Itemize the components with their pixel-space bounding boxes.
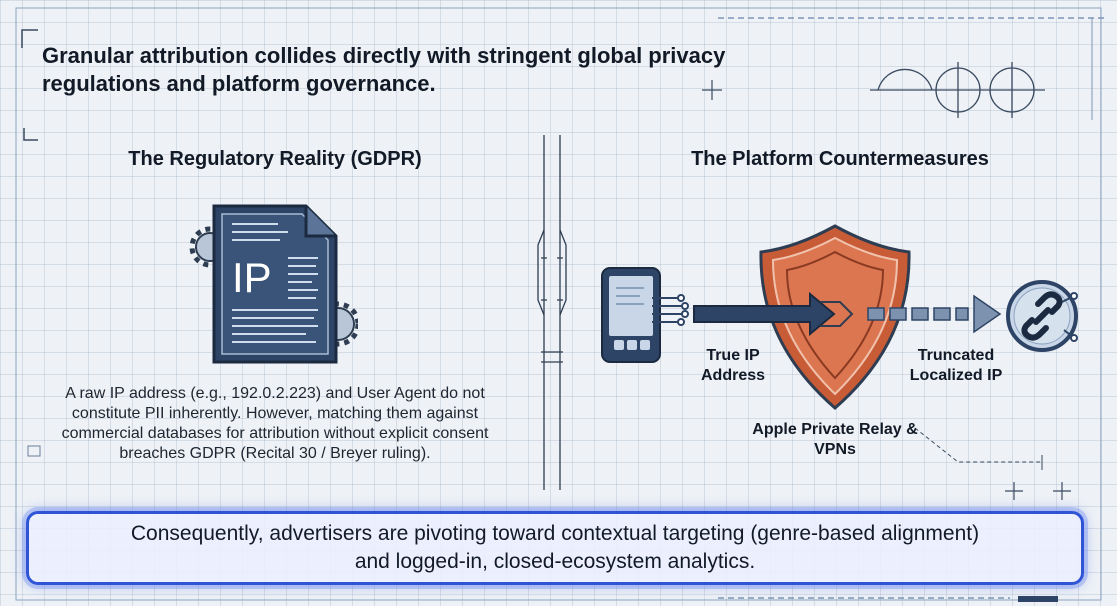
- private-relay-label: Apple Private Relay & VPNs: [752, 421, 918, 458]
- shield-icon: [759, 224, 911, 410]
- conclusion-text: Consequently, advertisers are pivoting t…: [130, 522, 980, 573]
- svg-text:IP: IP: [232, 254, 272, 301]
- true-ip-label: True IP Address: [700, 347, 766, 384]
- true-ip-arrow: [693, 291, 836, 337]
- link-icon: [1006, 280, 1078, 352]
- truncated-ip-arrow: [867, 294, 1002, 334]
- ip-document-icon: IP: [189, 204, 358, 364]
- data-flow-arrows: [693, 291, 1002, 337]
- headline: Granular attribution collides directly w…: [42, 43, 726, 96]
- smartphone-icon: [601, 267, 689, 363]
- right-panel-title: The Platform Countermeasures: [691, 148, 989, 170]
- left-panel-description: A raw IP address (e.g., 192.0.2.223) and…: [61, 385, 489, 462]
- left-panel-title: The Regulatory Reality (GDPR): [128, 148, 422, 170]
- truncated-ip-label: Truncated Localized IP: [909, 347, 1003, 384]
- conclusion-callout: Consequently, advertisers are pivoting t…: [26, 511, 1084, 585]
